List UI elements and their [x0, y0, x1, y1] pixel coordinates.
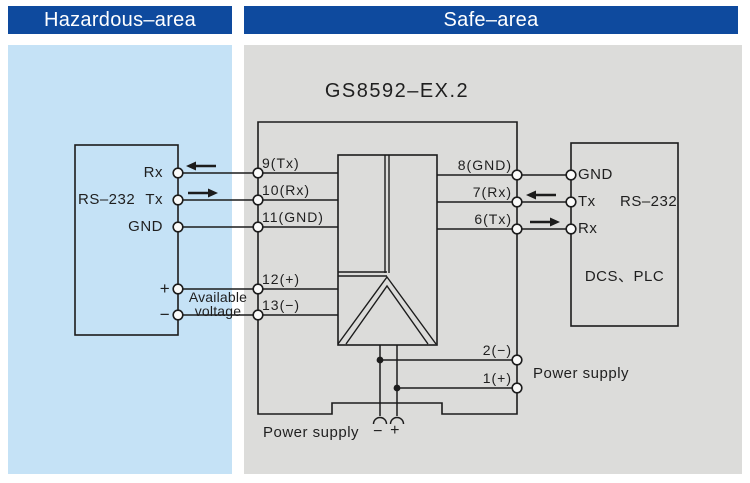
terminal-label-10rx: 10(Rx)	[262, 182, 311, 198]
right-device-protocol-label: RS–232	[620, 193, 678, 210]
safe-area-header: Safe–area	[244, 6, 738, 34]
safe-area-title: Safe–area	[443, 8, 539, 31]
power-plus-label: +	[390, 422, 400, 439]
left-device-box	[74, 144, 179, 336]
signal-wires-right	[437, 174, 571, 230]
arrow-tx-right	[188, 188, 218, 198]
terminal-label-2minus: 2(−)	[482, 342, 512, 358]
arrow-rx-left	[186, 161, 216, 171]
right-device-gnd-label: GND	[578, 166, 613, 183]
left-device-gnd-label: GND	[128, 218, 163, 235]
terminal-label-1plus: 1(+)	[482, 370, 512, 386]
available-voltage-label: Available voltage	[188, 289, 248, 319]
right-device-tx-label: Tx	[578, 193, 596, 210]
terminal-label-11gnd: 11(GND)	[262, 209, 324, 225]
isolator-inner-box	[337, 154, 438, 346]
power-minus-label: −	[373, 423, 383, 440]
left-device-rx-label: Rx	[143, 164, 163, 181]
left-device-plus-label: +	[159, 279, 171, 298]
isolation-barrier-symbol	[337, 155, 437, 345]
left-device-tx-label: Tx	[145, 191, 163, 208]
power-plug-arcs	[372, 416, 405, 425]
junction-dots	[376, 356, 401, 392]
left-device-minus-label: −	[159, 305, 171, 324]
arrow-safe-tx-left	[526, 190, 556, 200]
terminal-label-13minus: 13(−)	[262, 297, 301, 313]
isolator-body-box	[257, 121, 518, 415]
terminal-circles	[172, 167, 577, 394]
left-device-protocol-label: RS–232	[78, 191, 136, 208]
hazardous-area-panel	[8, 45, 232, 474]
power-wires	[379, 345, 517, 416]
hazardous-area-title: Hazardous–area	[43, 8, 197, 31]
hazardous-area-header: Hazardous–area	[8, 6, 232, 34]
right-device-rx-label: Rx	[578, 220, 598, 237]
terminal-label-12plus: 12(+)	[262, 271, 301, 287]
terminal-label-8gnd: 8(GND)	[457, 157, 512, 173]
terminal-label-9tx: 9(Tx)	[262, 155, 300, 171]
safe-area-panel	[244, 45, 742, 474]
arrow-safe-rx-right	[530, 217, 560, 227]
terminal-label-6tx: 6(Tx)	[474, 211, 512, 227]
device-title: GS8592–EX.2	[324, 80, 470, 102]
right-device-system-label: DCS、PLC	[584, 268, 665, 285]
terminal-label-7rx: 7(Rx)	[472, 184, 512, 200]
power-supply-bottom-label: Power supply	[263, 424, 360, 441]
power-supply-right-label: Power supply	[533, 365, 630, 382]
